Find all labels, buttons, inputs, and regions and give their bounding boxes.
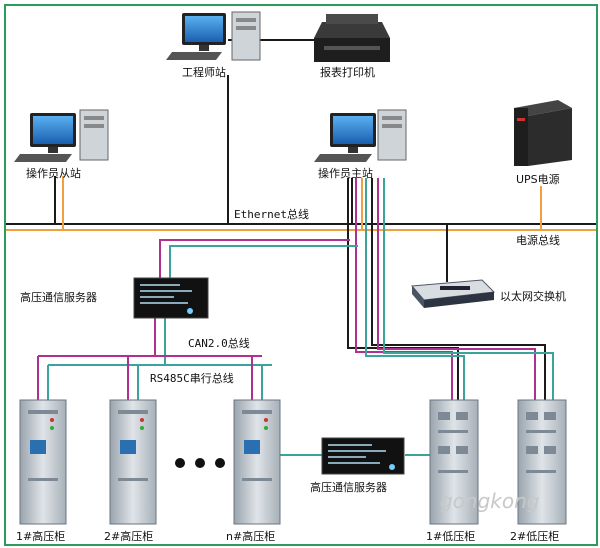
lv-cabinet-1	[429, 399, 479, 525]
master-to-lv2-black	[371, 178, 546, 400]
ellipsis-dot	[195, 458, 205, 468]
operator-slave-pc	[14, 109, 109, 162]
printer-icon	[314, 14, 390, 62]
operator-master-pc	[314, 109, 407, 162]
hv-cabinet-n	[233, 399, 281, 525]
master-to-lv1-teal	[365, 178, 465, 400]
hv-comm-server-top	[133, 277, 209, 319]
ups-label: UPS电源	[516, 172, 560, 186]
watermark: gongkong	[440, 489, 540, 513]
hv-comm-server-top-label: 高压通信服务器	[20, 290, 97, 304]
lv-cabinet-1-label: 1#低压柜	[426, 530, 475, 543]
ethernet-bus-label: Ethernet总线	[234, 207, 309, 221]
hv-cabinet-1	[19, 399, 67, 525]
power-bus-label: 电源总线	[516, 233, 560, 247]
frame-border	[4, 4, 598, 546]
server-teal-up	[169, 245, 358, 278]
hv-cabinet-1-label: 1#高压柜	[16, 529, 65, 543]
operator-slave-label: 操作员从站	[26, 166, 81, 180]
printer-label: 报表打印机	[320, 65, 375, 79]
hv-cabinet-2	[109, 399, 157, 525]
master-to-lv2-teal	[383, 178, 554, 400]
lv-cabinet-2	[517, 399, 567, 525]
engineer-station-pc	[166, 11, 261, 61]
can-bus-label: CAN2.0总线	[188, 336, 250, 350]
hv-cabinet-2-label: 2#高压柜	[104, 529, 153, 543]
hv-comm-server-bottom-label: 高压通信服务器	[310, 480, 387, 494]
ellipsis-dot	[175, 458, 185, 468]
engineer-station-label: 工程师站	[182, 65, 226, 79]
operator-master-label: 操作员主站	[318, 166, 373, 180]
hv-comm-server-bottom	[321, 437, 405, 475]
rs485-bus-label: RS485C串行总线	[150, 371, 234, 385]
lv-cabinet-2-label: 2#低压柜	[510, 530, 559, 543]
ellipsis-dot	[215, 458, 225, 468]
ethernet-switch-label: 以太网交换机	[500, 289, 566, 303]
hv-cabinet-n-label: n#高压柜	[226, 529, 275, 543]
ethernet-switch-icon	[410, 279, 496, 308]
server-magenta-up	[159, 239, 350, 278]
master-to-lv2-magenta	[377, 178, 536, 400]
ups-icon	[514, 100, 572, 166]
